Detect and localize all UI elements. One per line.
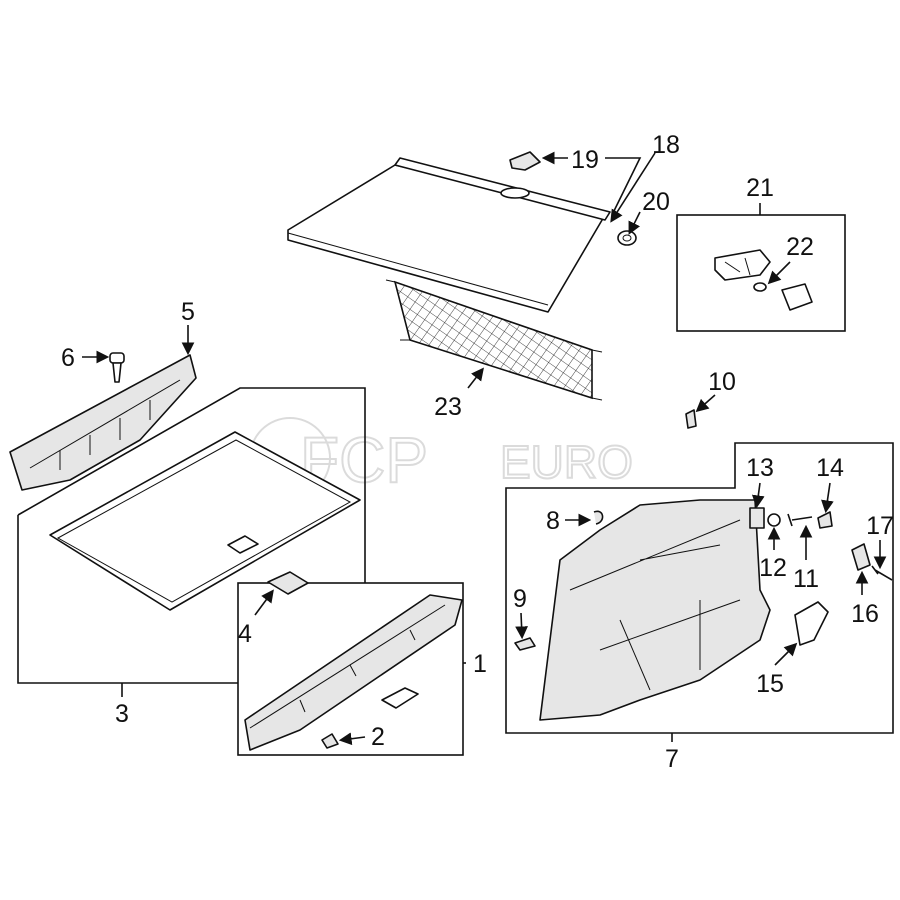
callout-19: 19 [571,146,599,174]
part-21-lamp [714,249,813,311]
callout-16: 16 [851,600,879,628]
callout-8: 8 [546,507,560,535]
part-10-clip [685,409,697,429]
part-6-bolt [109,352,125,383]
part-17-bolt [871,565,893,581]
callout-18: 18 [652,131,680,159]
callout-13: 13 [746,454,774,482]
part-20-grommet [617,230,637,246]
part-11-screw [787,513,813,527]
callout-14: 14 [816,454,844,482]
part-16-cap [851,543,871,571]
callout-6: 6 [61,344,75,372]
callout-20: 20 [642,188,670,216]
part-2-clip [321,733,339,749]
callout-15: 15 [756,670,784,698]
part-14-clip [817,511,833,529]
part-15-cover [794,601,829,646]
part-3-floor [49,431,361,611]
callout-10: 10 [708,368,736,396]
group-box-3 [17,387,366,684]
callout-7: 7 [665,745,679,773]
watermark-sub: EURO [500,436,633,488]
part-7-side-trim [539,499,771,721]
leader-lines [82,151,887,746]
callout-1: 1 [473,650,487,678]
part-12-nut [767,513,781,527]
part-13-bracket [749,507,765,529]
cargo-net [385,279,603,401]
callout-11: 11 [793,565,819,593]
part-8-clip [593,510,604,525]
callout-2: 2 [371,723,385,751]
callout-23: 23 [434,393,462,421]
group-box-7 [505,442,894,734]
callout-5: 5 [181,298,195,326]
callout-4: 4 [238,620,252,648]
callout-17: 17 [866,512,894,540]
group-box-1 [237,582,464,756]
part-9-clip [514,637,536,651]
callout-21: 21 [746,174,774,202]
part-1-sill [244,594,463,751]
callout-9: 9 [513,585,527,613]
callout-12: 12 [759,554,787,582]
callout-3: 3 [115,700,129,728]
cargo-cover [287,157,611,313]
group-box-21 [676,214,846,332]
part-4-cover [267,571,309,595]
callout-22: 22 [786,233,814,261]
part-19-cap [509,151,541,171]
